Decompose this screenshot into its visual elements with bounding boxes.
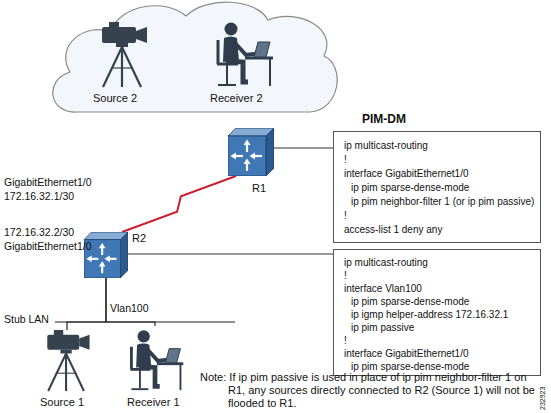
- person-arm: [235, 43, 254, 55]
- section-heading: PIM-DM: [362, 112, 406, 126]
- interface-name: GigabitEthernet1/0: [4, 240, 92, 252]
- multilayer-switch: R2: [84, 232, 128, 278]
- tripod-leg: [48, 353, 66, 391]
- device-label: Source 1: [40, 396, 84, 408]
- ip-address: 172.16.32.1/30: [4, 190, 74, 202]
- tripod-brace: [111, 67, 133, 68]
- person-head: [225, 23, 238, 36]
- config-leader: [128, 254, 333, 255]
- config-leader: [274, 148, 333, 149]
- network-cloud: [53, 2, 337, 112]
- multilayer-switch: R1: [228, 128, 274, 176]
- serial-link: [122, 176, 236, 232]
- config-line: !: [334, 153, 540, 167]
- switch-arrowhead: [99, 261, 106, 266]
- camera-body: [102, 27, 136, 43]
- switch-arrowhead: [86, 255, 91, 262]
- config-line: access-list 1 deny any: [334, 223, 540, 237]
- tripod-leg: [65, 353, 67, 391]
- footnote: Note: If ip pim passive is used in place…: [200, 371, 535, 410]
- interface-name: GigabitEthernet1/0: [4, 176, 92, 188]
- config-box: ip multicast-routing!interface Vlan100ip…: [333, 249, 541, 376]
- switch-arrowhead: [244, 159, 251, 165]
- chair-base: [131, 388, 148, 390]
- switch-arrowhead: [244, 140, 251, 146]
- switch-arrowhead: [99, 243, 106, 248]
- device-label: Receiver 2: [210, 92, 263, 104]
- laptop-screen: [165, 349, 180, 363]
- chair-back: [217, 40, 220, 64]
- chair-post: [139, 369, 141, 388]
- laptop-screen: [254, 42, 270, 57]
- person-torso: [223, 37, 239, 63]
- person-torso: [136, 343, 151, 367]
- chair-base: [218, 84, 236, 86]
- vlan-name: Vlan100: [110, 302, 149, 314]
- camera-body: [47, 335, 79, 350]
- segment-name: Stub LAN: [4, 313, 49, 325]
- person-head: [138, 330, 150, 342]
- config-line: !: [334, 334, 540, 347]
- receiver-workstation: Receiver 1: [125, 326, 185, 392]
- icon-art: [212, 18, 274, 88]
- config-line: !: [334, 209, 540, 223]
- person-arm: [147, 350, 165, 361]
- config-line: ip igmp helper-address 172.16.32.1: [334, 308, 540, 321]
- lan-link: [106, 278, 155, 326]
- config-line: interface Vlan100: [334, 282, 540, 295]
- device-label: R2: [132, 232, 146, 244]
- icon-art: [84, 232, 128, 278]
- ip-address: 172.16.32.2/30: [4, 226, 74, 238]
- camera-lens: [136, 27, 147, 43]
- figure-id: 232923: [539, 387, 546, 410]
- device-label: Receiver 1: [127, 396, 180, 408]
- icon-art: [125, 326, 185, 392]
- switch-side: [120, 232, 128, 278]
- device-label: R1: [252, 182, 266, 194]
- config-line: ip pim neighbor-filter 1 (or ip pim pass…: [334, 195, 540, 209]
- source-camera: Source 2: [97, 22, 149, 88]
- config-line: ip pim sparse-dense-mode: [334, 181, 540, 195]
- switch-side: [266, 128, 274, 176]
- tripod-brace: [56, 373, 77, 374]
- tripod-leg: [121, 47, 123, 87]
- tripod-head: [116, 43, 128, 47]
- device-label: Source 2: [93, 92, 137, 104]
- tripod-leg: [103, 47, 122, 87]
- icon-art: [42, 330, 92, 392]
- config-box: ip multicast-routing!interface GigabitEt…: [333, 131, 541, 243]
- lan-link: [67, 278, 106, 330]
- switch-arrowhead: [105, 255, 110, 262]
- config-line: ip pim passive: [334, 321, 540, 334]
- camera-lens: [79, 335, 89, 350]
- person-legs: [139, 367, 160, 387]
- icon-art: [97, 22, 149, 88]
- person-legs: [226, 61, 248, 82]
- config-line: ip multicast-routing: [334, 139, 540, 153]
- config-line: ip multicast-routing: [334, 256, 540, 269]
- source-camera: Source 1: [42, 330, 92, 392]
- switch-front: [228, 136, 266, 176]
- switch-arrowhead: [231, 153, 237, 160]
- config-line: interface GigabitEthernet1/0: [334, 347, 540, 360]
- chair-back: [130, 347, 133, 370]
- desk-leg: [180, 364, 182, 390]
- tripod-leg: [66, 353, 84, 391]
- config-line: interface GigabitEthernet1/0: [334, 167, 540, 181]
- config-line: ip pim sparse-dense-mode: [334, 295, 540, 308]
- tripod-head: [60, 350, 71, 354]
- config-line: !: [334, 269, 540, 282]
- switch-arrowhead: [250, 153, 256, 160]
- receiver-workstation: Receiver 2: [212, 18, 274, 88]
- desk-leg: [269, 58, 271, 86]
- chair-post: [226, 64, 228, 84]
- icon-art: [228, 128, 274, 176]
- tripod-leg: [122, 47, 141, 87]
